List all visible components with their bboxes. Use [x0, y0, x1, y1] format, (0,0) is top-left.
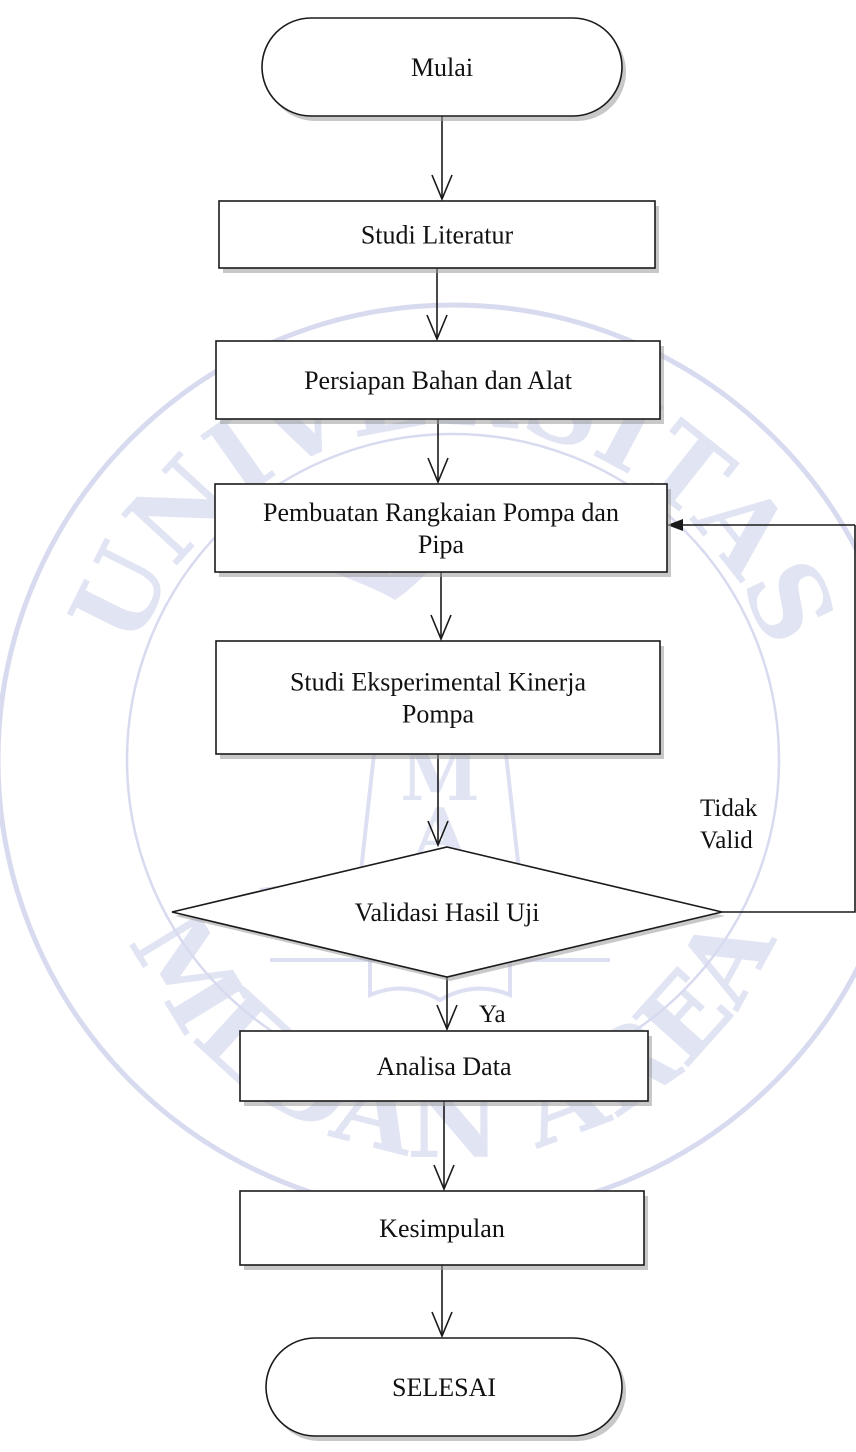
node-conclusion: Kesimpulan — [239, 1190, 648, 1270]
arrowhead — [436, 1004, 458, 1032]
node-label-line: Studi Literatur — [361, 221, 514, 250]
edge-validation-to-analysis — [436, 977, 458, 1032]
edge-preparation-to-assembly — [427, 419, 449, 485]
edge-line — [681, 524, 856, 913]
terminator-shape — [265, 1337, 623, 1437]
arrowhead — [426, 314, 448, 342]
arrowhead — [667, 519, 683, 531]
arrowhead — [431, 1311, 453, 1339]
node-label-line: Analisa Data — [376, 1052, 511, 1081]
process-shape — [218, 200, 656, 269]
edge-experiment-to-validation — [427, 754, 449, 848]
process-shape — [215, 640, 661, 755]
node-label-line: Pompa — [402, 700, 475, 729]
edge-analysis-to-conclusion — [433, 1101, 455, 1192]
node-analysis: Analisa Data — [239, 1030, 652, 1106]
arrowhead — [430, 614, 452, 642]
edge-conclusion-to-end — [431, 1265, 453, 1339]
node-label-line: Pipa — [418, 530, 465, 559]
node-label-line: Persiapan Bahan dan Alat — [304, 366, 573, 395]
node-literature: Studi Literatur — [218, 200, 659, 273]
edge-assembly-to-experiment — [430, 572, 452, 642]
node-label-line: Kesimpulan — [379, 1214, 505, 1243]
decision-shape — [171, 846, 723, 978]
process-shape — [239, 1030, 649, 1102]
edge-label-tidak-valid: Valid — [700, 827, 753, 854]
node-validation: Validasi Hasil Uji — [171, 846, 725, 981]
arrowhead — [433, 1164, 455, 1192]
node-preparation: Persiapan Bahan dan Alat — [215, 340, 664, 424]
node-end: SELESAI — [265, 1337, 626, 1441]
process-shape — [214, 483, 668, 573]
node-label-line: SELESAI — [392, 1373, 496, 1402]
flowchart-edges — [426, 116, 856, 1339]
node-label-line: Studi Eksperimental Kinerja — [290, 668, 587, 697]
process-shape — [215, 340, 661, 420]
edge-label-tidak-valid: Tidak — [700, 795, 758, 822]
edge-validation-to-assembly — [667, 519, 856, 913]
arrowhead — [431, 174, 453, 202]
edge-literature-to-preparation — [426, 268, 448, 342]
terminator-shape — [261, 17, 623, 117]
node-label-line: Mulai — [411, 53, 473, 82]
arrowhead — [427, 820, 449, 848]
edge-start-to-literature — [431, 116, 453, 202]
node-label-line: Validasi Hasil Uji — [355, 898, 540, 927]
node-label-line: Pembuatan Rangkaian Pompa dan — [263, 498, 619, 527]
arrowhead — [427, 457, 449, 485]
node-start: Mulai — [261, 17, 626, 121]
edge-label-ya: Ya — [479, 1001, 506, 1028]
process-shape — [239, 1190, 645, 1266]
